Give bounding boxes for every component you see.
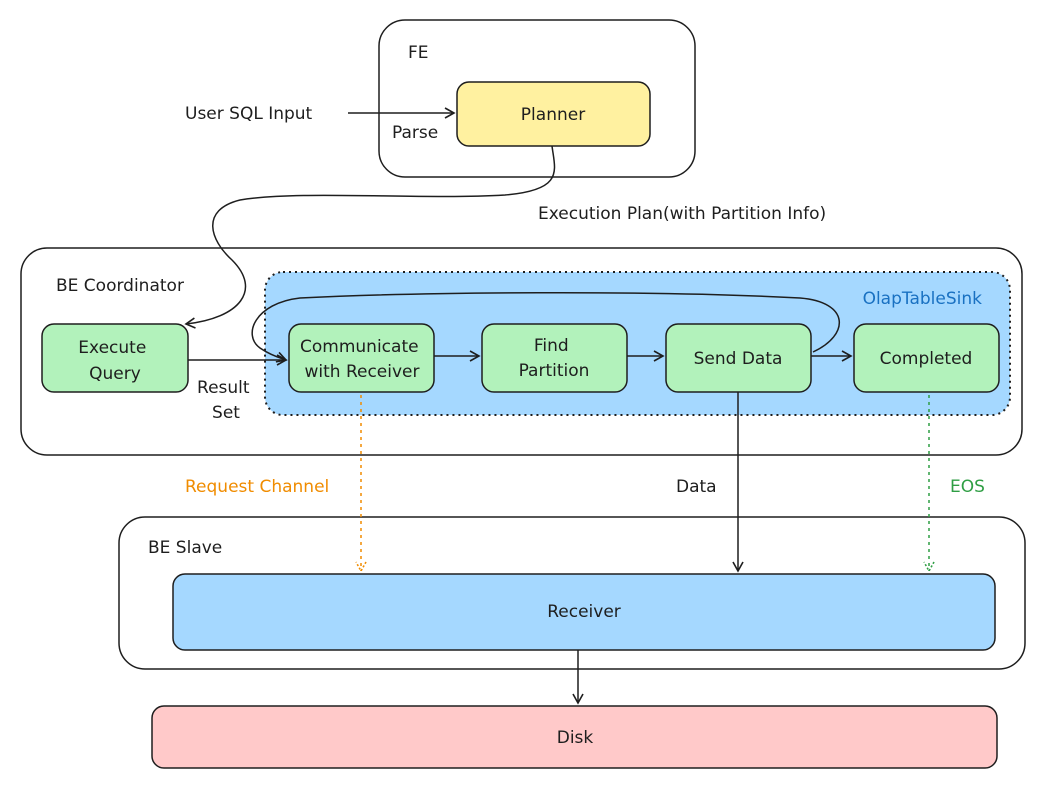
request-channel-label: Request Channel [185, 477, 329, 497]
execute-query-node: Execute Query [41, 323, 189, 393]
svg-text:Execute Query: Execute Query [78, 338, 151, 384]
find-partition-line-1: Find [534, 336, 569, 356]
be-coordinator-label: BE Coordinator [56, 276, 184, 296]
communicate-node: Communicate with Receiver [288, 323, 435, 393]
planner-label: Planner [521, 105, 585, 125]
communicate-line-1: Communicate [300, 337, 419, 357]
disk-node: Disk [151, 705, 998, 769]
send-data-node: Send Data [665, 323, 812, 393]
fe-label: FE [408, 43, 429, 63]
completed-label: Completed [880, 349, 973, 369]
execute-query-line-2: Query [89, 364, 141, 384]
result-set-line-2: Set [212, 403, 240, 423]
completed-node: Completed [853, 323, 1000, 393]
svg-text:Find Partition: Find Partition [519, 336, 590, 381]
find-partition-node: Find Partition [481, 323, 628, 393]
be-slave-label: BE Slave [148, 538, 222, 558]
loop-back-arrow [251, 291, 840, 363]
parse-label: Parse [392, 123, 438, 143]
olap-table-sink-label: OlapTableSink [863, 289, 983, 309]
fe-container [378, 19, 696, 178]
olap-table-sink-container [264, 271, 1011, 416]
execute-query-line-1: Execute [78, 338, 146, 358]
be-coordinator-container [20, 247, 1023, 456]
result-set-line-1: Result [197, 378, 250, 398]
data-label: Data [676, 477, 717, 497]
receiver-node: Receiver [172, 573, 996, 651]
receiver-label: Receiver [547, 602, 621, 622]
disk-label: Disk [557, 728, 594, 748]
eos-label: EOS [950, 477, 985, 497]
communicate-line-2: with Receiver [304, 362, 419, 382]
be-slave-container [118, 516, 1026, 670]
find-partition-line-2: Partition [519, 361, 590, 381]
execution-plan-arrow [184, 145, 556, 329]
svg-text:Communicate with Receive: Communicate with Receiver [300, 337, 424, 382]
send-data-label: Send Data [694, 349, 783, 369]
svg-text:Result Set: Result Set [197, 378, 255, 423]
user-sql-input-label: User SQL Input [185, 104, 313, 124]
execution-plan-label: Execution Plan(with Partition Info) [538, 204, 826, 224]
planner-node: Planner [456, 81, 651, 147]
